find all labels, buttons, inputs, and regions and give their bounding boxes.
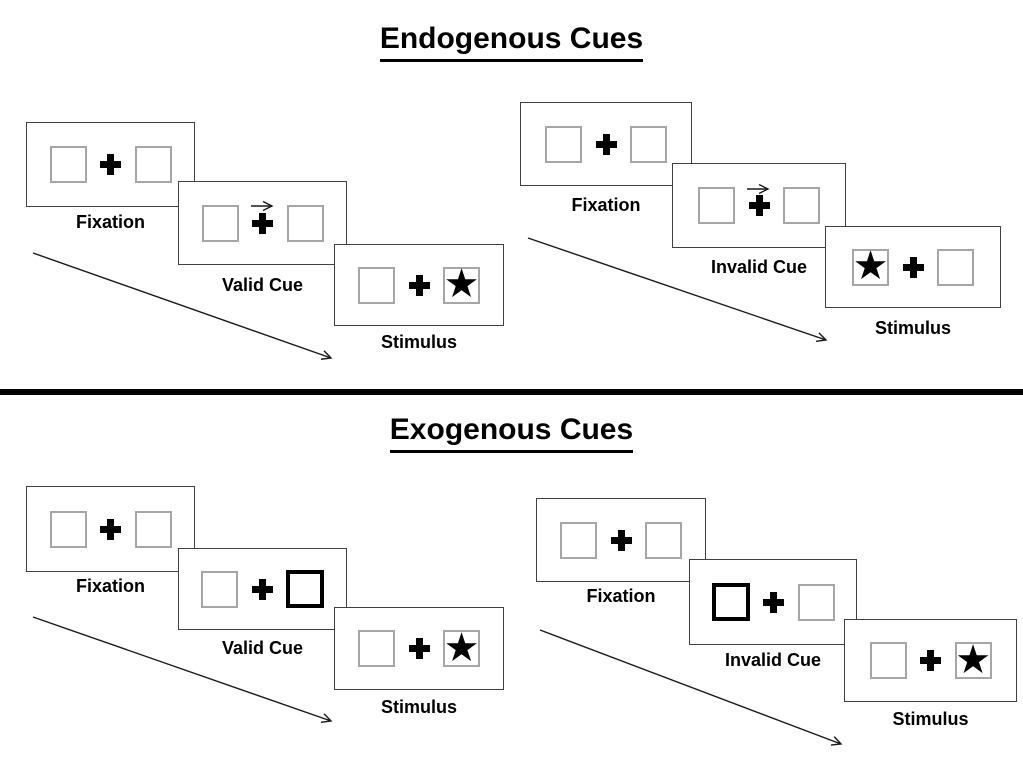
left-box (358, 630, 395, 667)
frame-label: Invalid Cue (710, 257, 808, 277)
frame-label: Valid Cue (221, 275, 304, 295)
frame-label: Fixation (571, 195, 641, 215)
fixation-cross-icon (610, 529, 632, 551)
stimulus-panel: ★ (334, 607, 504, 690)
frame-label: Fixation (586, 586, 656, 606)
left-box (545, 125, 582, 163)
sequence-arrow-icon (527, 237, 835, 349)
stimulus-panel: ★ (825, 226, 1001, 308)
right-box: ★ (954, 636, 992, 683)
cue-panel (178, 548, 347, 630)
section-title-exogenous: Exogenous Cues (0, 413, 1023, 453)
star-icon: ★ (852, 243, 889, 289)
fixation-cross-icon (920, 650, 942, 672)
left-box-cue-highlight (711, 583, 750, 621)
fixation-cross-icon (250, 212, 274, 234)
star-icon: ★ (443, 261, 480, 307)
frame-label: Fixation (75, 212, 145, 232)
fixation-panel (520, 102, 692, 186)
left-box (49, 510, 87, 548)
fixation-panel (26, 486, 195, 572)
cue-arrow-icon (250, 200, 283, 212)
left-box (869, 642, 907, 679)
cue-panel (689, 559, 857, 645)
frame-label: Stimulus (874, 318, 951, 338)
right-box (645, 521, 682, 559)
right-box (134, 146, 172, 183)
right-box (937, 248, 974, 286)
frame-label: Valid Cue (221, 638, 304, 658)
fixation-cross-icon (747, 195, 770, 217)
section-title-text: Exogenous Cues (389, 413, 634, 453)
fixation-cross-icon (595, 133, 617, 155)
section-divider (0, 389, 1023, 395)
frame-label: Invalid Cue (724, 650, 822, 670)
sequence-arrow-icon (539, 629, 850, 753)
right-box: ★ (443, 261, 480, 307)
section-title-endogenous: Endogenous Cues (0, 22, 1023, 62)
cue-panel (178, 181, 347, 265)
fixation-cross-icon (902, 256, 924, 278)
left-box (698, 187, 735, 224)
fixation-panel (536, 498, 706, 582)
frame-label: Stimulus (380, 697, 457, 717)
section-title-text: Endogenous Cues (379, 22, 644, 62)
left-box (201, 570, 238, 608)
right-box (134, 510, 172, 548)
left-box (49, 146, 87, 183)
right-box-cue-highlight (286, 570, 324, 608)
right-box (286, 204, 324, 242)
fixation-cross-icon (763, 591, 785, 613)
cue-arrow-icon (747, 183, 779, 195)
cue-panel (672, 163, 846, 248)
stimulus-panel: ★ (334, 244, 504, 326)
fixation-cross-icon (408, 638, 430, 660)
stimulus-panel: ★ (844, 619, 1017, 702)
fixation-cross-icon (251, 578, 273, 600)
star-icon: ★ (443, 624, 480, 671)
left-box (201, 204, 239, 242)
fixation-cross-icon (408, 274, 430, 296)
fixation-cross-icon (100, 518, 122, 540)
left-box: ★ (852, 243, 889, 289)
frame-label: Stimulus (892, 709, 969, 729)
frame-label: Fixation (75, 576, 145, 596)
sequence-arrow-icon (32, 252, 340, 366)
left-box (560, 521, 597, 559)
right-box: ★ (443, 624, 480, 671)
star-icon: ★ (955, 636, 991, 683)
fixation-panel (26, 122, 195, 207)
frame-label: Stimulus (380, 332, 457, 352)
sequence-arrow-icon (32, 616, 340, 730)
right-box (797, 583, 835, 621)
left-box (358, 266, 395, 304)
right-box (783, 187, 820, 224)
fixation-cross-icon (100, 154, 122, 176)
right-box (630, 125, 667, 163)
